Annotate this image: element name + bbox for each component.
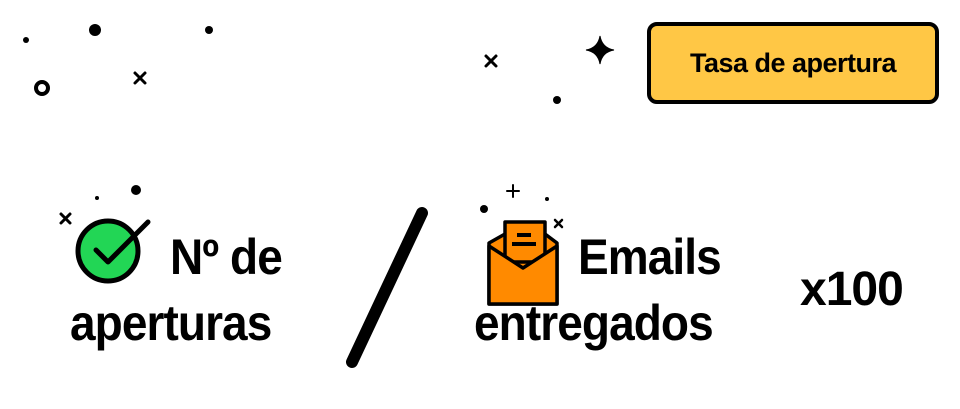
check-circle-icon xyxy=(75,218,151,284)
denominator-label: Emails xyxy=(578,226,722,288)
numerator-line1: Nº de xyxy=(170,229,283,285)
denominator-label-2: entregados xyxy=(474,292,714,354)
numerator-line2: aperturas xyxy=(70,295,272,351)
open-rate-button[interactable]: Tasa de apertura xyxy=(647,22,939,104)
denominator-line1: Emails xyxy=(578,229,722,285)
numerator-label-2: aperturas xyxy=(70,292,272,354)
denominator-line2: entregados xyxy=(474,295,714,351)
sparkle-decorations xyxy=(23,24,615,229)
open-rate-label: Tasa de apertura xyxy=(689,47,897,78)
open-envelope-icon xyxy=(487,220,559,306)
division-slash xyxy=(346,207,428,368)
multiplier-text: x100 xyxy=(800,263,904,316)
numerator-label: Nº de xyxy=(170,226,283,288)
